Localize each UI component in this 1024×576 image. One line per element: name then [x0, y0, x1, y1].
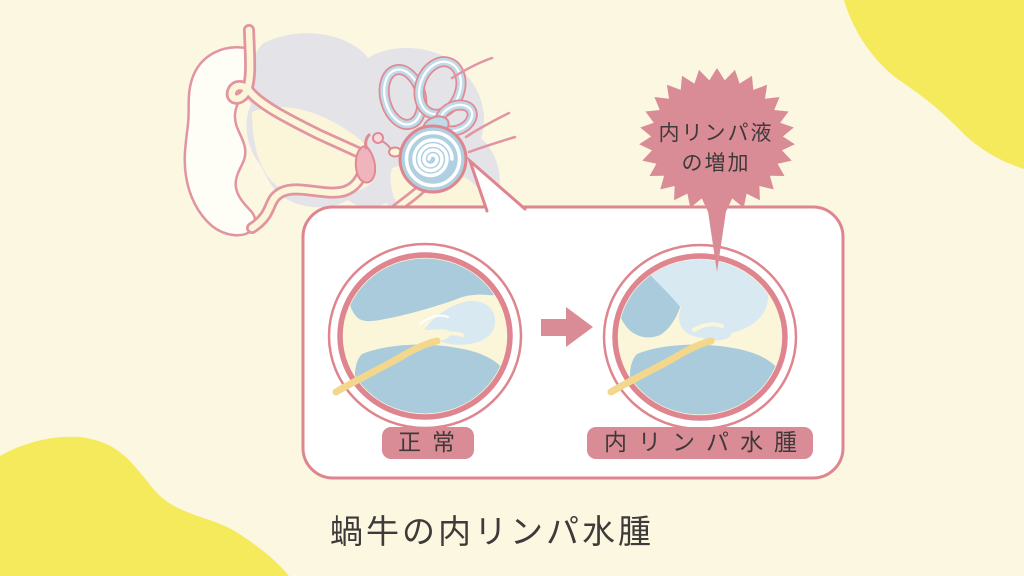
label-normal-text: 正常 — [398, 430, 466, 456]
starburst-callout: 内リンパ液 の増加 — [639, 68, 795, 272]
page-title: 蝸牛の内リンパ水腫 — [330, 512, 654, 551]
corner-blob-top-right — [844, 0, 1024, 169]
transition-arrow — [541, 307, 593, 347]
cochlear-nerve-line-2 — [467, 135, 517, 154]
eardrum — [354, 144, 377, 184]
canal-lower-fold-core — [248, 168, 367, 232]
malleus — [364, 133, 371, 150]
hydrops-nerve-fiber — [607, 337, 715, 396]
semicircular-canals — [378, 56, 478, 137]
ear-anatomy-illustration — [183, 24, 517, 237]
starburst-text-line2: の増加 — [682, 151, 751, 175]
normal-nerve-fiber — [332, 337, 441, 396]
hydrops-membrane-curl — [692, 322, 724, 332]
label-hydrops-badge — [587, 427, 813, 459]
normal-membrane-detail — [419, 314, 449, 325]
panel-callout-pointer-edges — [466, 156, 527, 213]
ear-canal-core — [228, 26, 366, 158]
label-hydrops-text: 内リンパ水腫 — [604, 430, 808, 456]
incus — [372, 132, 384, 144]
cross-section-hydrops — [602, 243, 798, 431]
cochlea — [398, 124, 468, 194]
corner-blob-bottom-left — [0, 436, 289, 576]
cochlea-disc — [398, 124, 468, 194]
label-normal: 正常 — [382, 427, 474, 459]
cochlea-spiral — [412, 138, 454, 178]
cross-section-normal — [327, 242, 523, 430]
starburst-text-line1: 内リンパ液 — [659, 121, 774, 145]
label-normal-badge — [382, 427, 474, 459]
cochlear-nerve-line-1 — [464, 111, 511, 139]
hydrops-endolymph-curl — [700, 325, 732, 341]
cochlea-outer-ring — [404, 130, 462, 188]
label-hydrops: 内リンパ水腫 — [587, 427, 813, 459]
normal-membrane-curl — [432, 331, 464, 340]
starburst-shape — [639, 68, 795, 212]
normal-endolymph-space — [424, 300, 496, 345]
middle-ear-cavity — [252, 107, 377, 198]
vestibular-nerve-line — [450, 56, 494, 80]
starburst-tail — [706, 198, 728, 272]
canal-loop-posterior-core — [417, 60, 463, 116]
